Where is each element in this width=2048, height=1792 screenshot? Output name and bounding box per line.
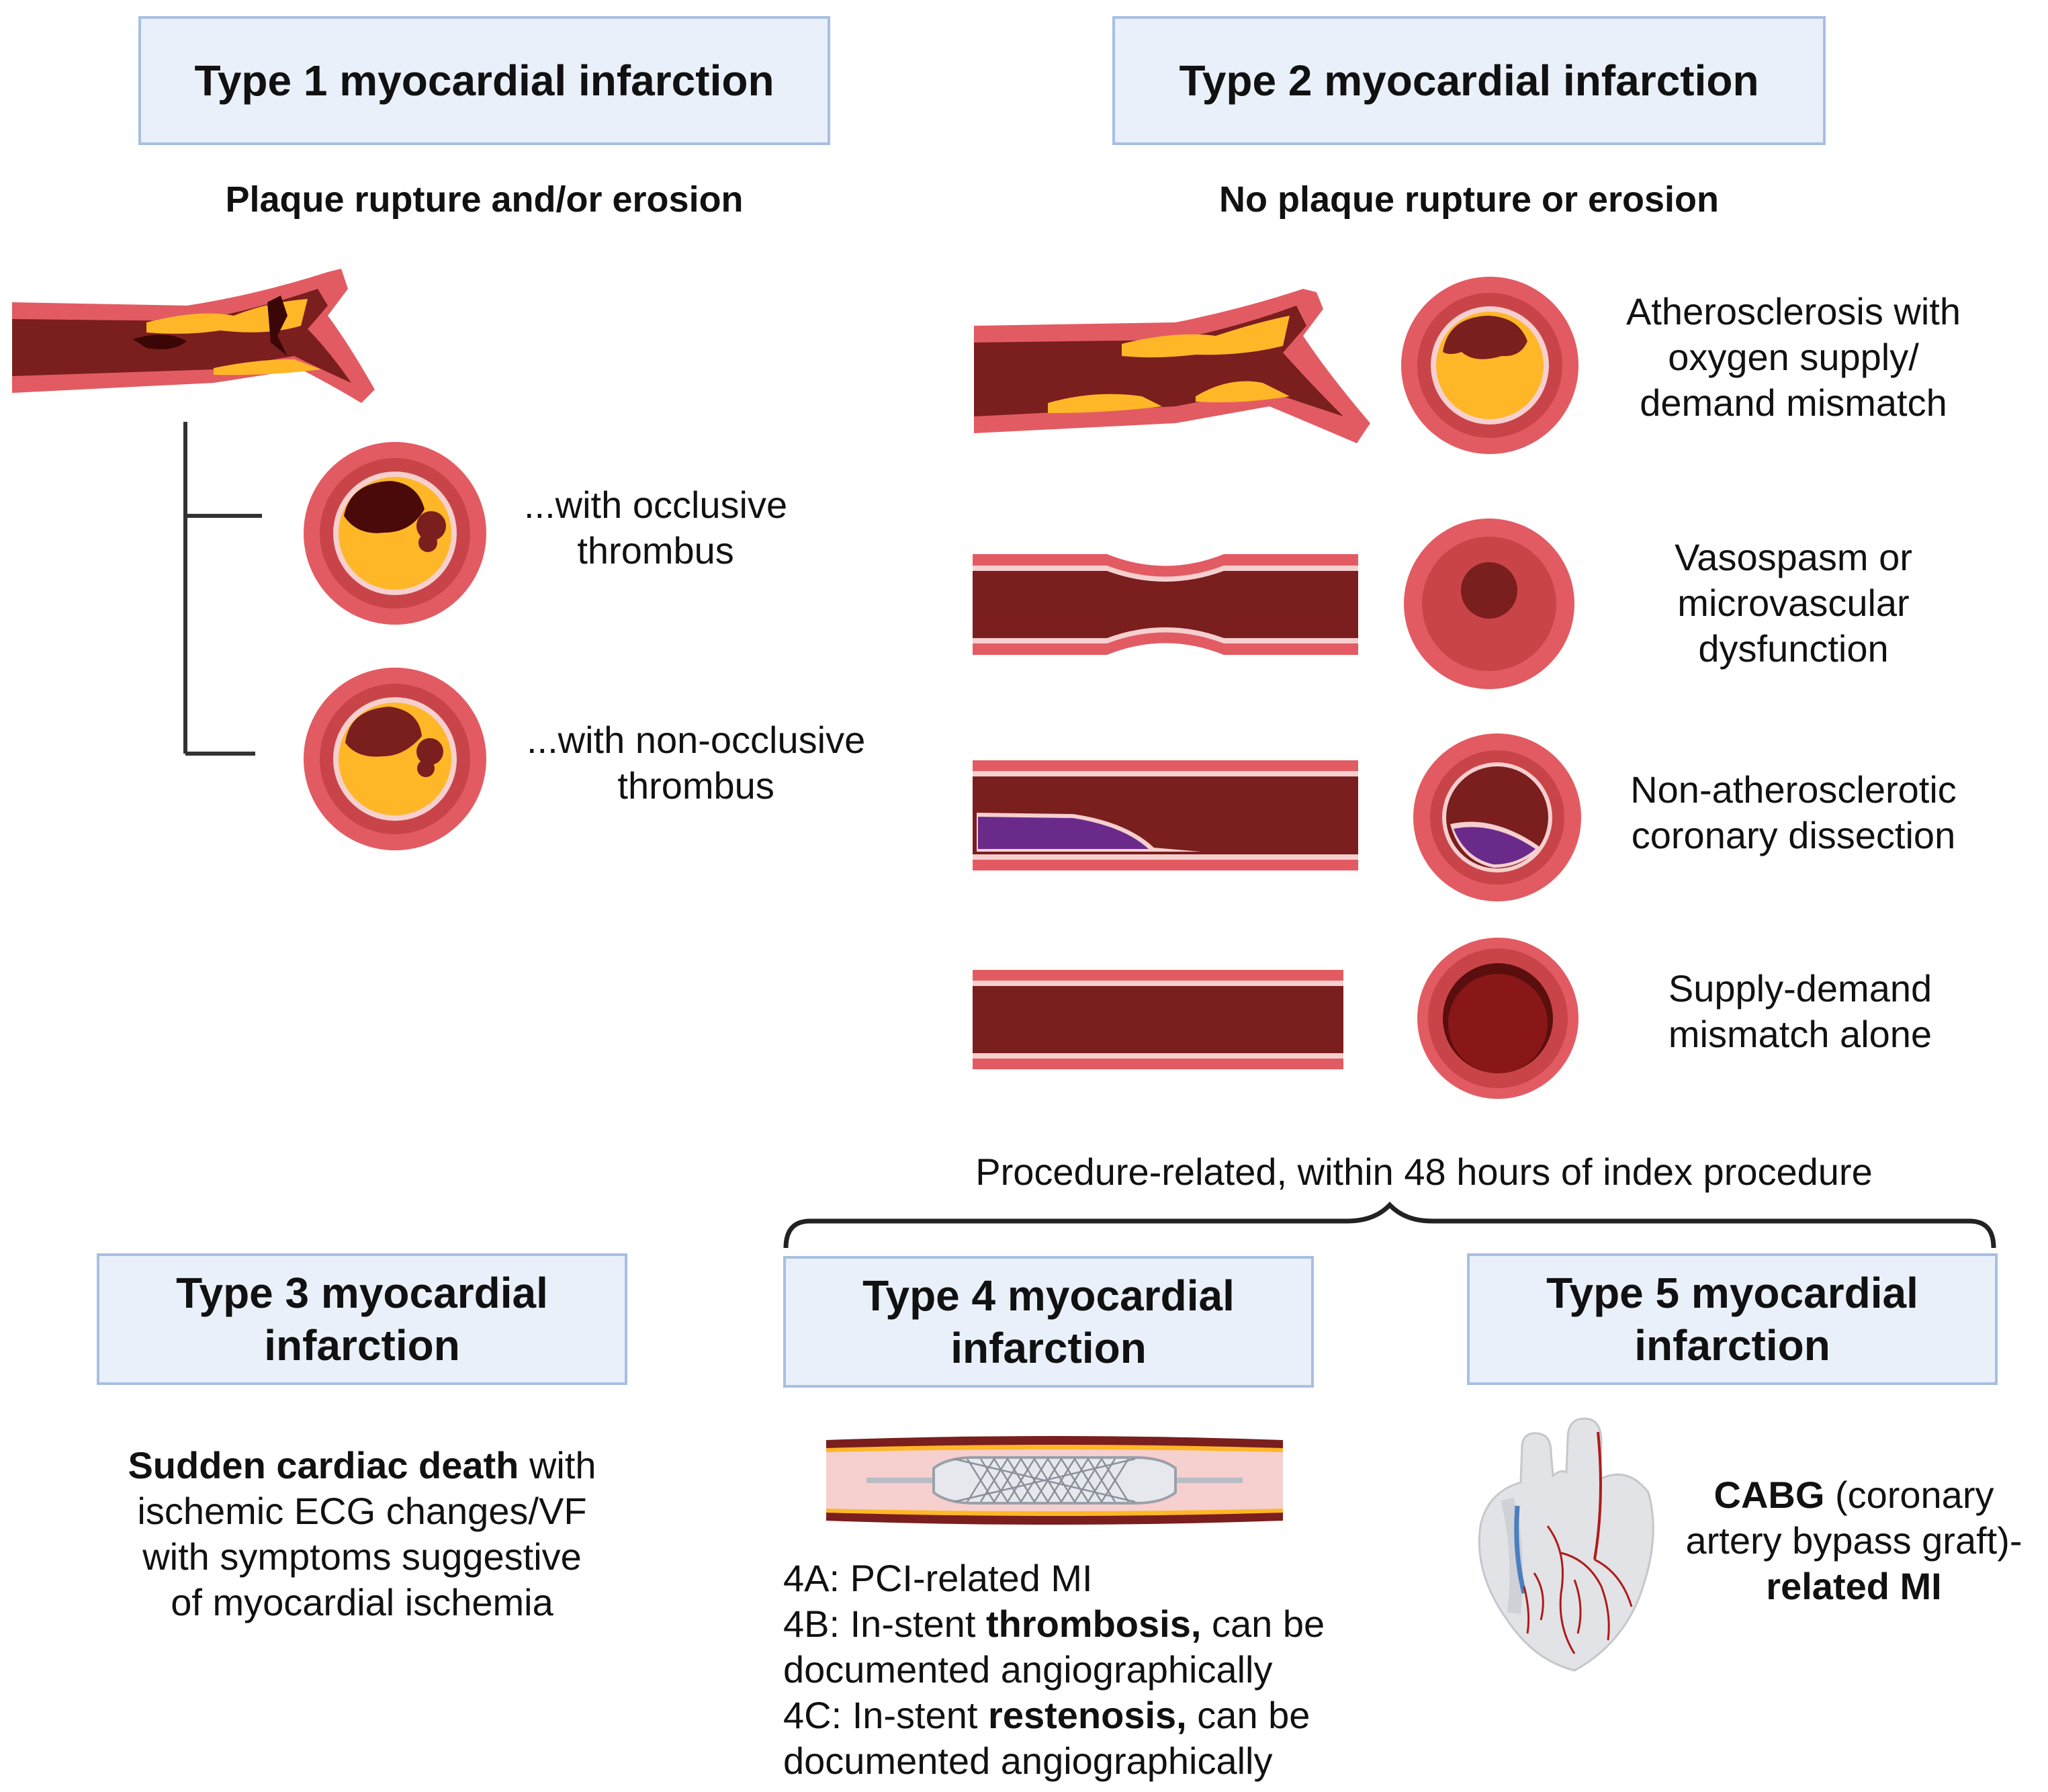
type2-row4-line2: mismatch alone	[1668, 1013, 1932, 1055]
type2-cross-dissection	[1413, 733, 1581, 901]
type1-cross-section-occlusive	[304, 442, 486, 625]
type2-row2-label: Vasospasm or microvascular dysfunction	[1599, 535, 1988, 672]
type2-cross-vasospasm	[1404, 519, 1574, 689]
type1-title-box: Type 1 myocardial infarction	[138, 16, 830, 145]
type2-row3-line1: Non-atherosclerotic	[1630, 768, 1957, 811]
type2-title-box: Type 2 myocardial infarction	[1112, 16, 1826, 145]
type2-row1-line2: oxygen supply/	[1668, 336, 1919, 378]
type1-cross-section-nonocclusive	[304, 668, 486, 850]
procedure-bracket	[783, 1201, 1996, 1249]
type2-cross-normal	[1417, 938, 1578, 1099]
type4-b-pre: 4B: In-stent	[783, 1603, 986, 1645]
type4-stent-illustration	[826, 1436, 1283, 1525]
type1-nonocclusive-line1: ...with non-occlusive	[527, 719, 866, 761]
type2-row1-label: Atherosclerosis with oxygen supply/ dema…	[1599, 289, 1988, 426]
type5-title-line2: infarction	[1634, 1321, 1830, 1370]
type4-b-bold: thrombosis,	[985, 1603, 1202, 1645]
type2-row1-line3: demand mismatch	[1640, 382, 1947, 424]
type2-vessel-normal	[973, 970, 1343, 1069]
procedure-related-label: Procedure-related, within 48 hours of in…	[975, 1151, 1873, 1193]
type5-desc-bold1: CABG	[1713, 1474, 1825, 1516]
type5-desc-rest1: (coronary	[1824, 1474, 1994, 1516]
type2-vessel-dissection	[973, 760, 1358, 870]
type2-row1-line1: Atherosclerosis with	[1626, 290, 1961, 332]
type5-title-box: Type 5 myocardial infarction	[1467, 1253, 1998, 1385]
type3-description: Sudden cardiac death with ischemic ECG c…	[97, 1443, 627, 1625]
type1-nonocclusive-line2: thrombus	[617, 764, 774, 807]
type1-vessel-rupture	[12, 269, 375, 403]
type5-title-line1: Type 5 myocardial	[1546, 1269, 1918, 1317]
type3-desc-line1: Sudden cardiac death with	[97, 1443, 627, 1488]
type1-title: Type 1 myocardial infarction	[194, 56, 774, 105]
type4-c-pre: 4C: In-stent	[783, 1694, 989, 1736]
type4-b-line2: documented angiographically	[783, 1648, 1273, 1691]
type4-a: 4A: PCI-related MI	[783, 1557, 1093, 1599]
type4-c-line2: documented angiographically	[783, 1740, 1273, 1782]
type4-title-line1: Type 4 myocardial	[862, 1271, 1235, 1320]
type4-b-line1: 4B: In-stent thrombosis, can be	[783, 1601, 1325, 1647]
type2-subtitle: No plaque rupture or erosion	[1218, 179, 1720, 220]
type4-c-post: can be	[1186, 1694, 1310, 1736]
type4-subtypes: 4A: PCI-related MI 4B: In-stent thrombos…	[783, 1556, 1325, 1784]
type5-description: CABG (coronary artery bypass graft)- rel…	[1666, 1472, 2042, 1609]
type5-desc-line2: artery bypass graft)-	[1685, 1519, 2022, 1562]
type3-title-line1: Type 3 myocardial	[176, 1269, 548, 1317]
type3-title-box: Type 3 myocardial infarction	[97, 1253, 627, 1385]
type2-row3-label: Non-atherosclerotic coronary dissection	[1599, 767, 1988, 858]
type3-title-line2: infarction	[264, 1321, 460, 1370]
type2-row4-line1: Supply-demand	[1668, 967, 1932, 1010]
type1-subtitle: Plaque rupture and/or erosion	[225, 179, 744, 220]
type5-heart-icon	[1478, 1417, 1654, 1672]
type1-occlusive-label: ...with occlusive thrombus	[524, 482, 787, 574]
type1-nonocclusive-label: ...with non-occlusive thrombus	[527, 717, 865, 809]
type1-occlusive-line2: thrombus	[577, 529, 734, 572]
type2-row4-label: Supply-demand mismatch alone	[1612, 966, 1988, 1057]
type3-desc-line4: of myocardial ischemia	[171, 1581, 553, 1623]
type4-c-bold: restenosis,	[988, 1694, 1187, 1736]
type5-desc-bold3: related MI	[1766, 1565, 1942, 1607]
type4-b-post: can be	[1201, 1603, 1325, 1645]
type3-desc-line3: with symptoms suggestive	[142, 1535, 582, 1578]
type3-desc-bold: Sudden cardiac death	[128, 1444, 519, 1486]
type1-branch-lines	[183, 422, 262, 756]
type2-cross-atherosclerosis	[1401, 277, 1578, 454]
type2-title: Type 2 myocardial infarction	[1179, 56, 1759, 105]
type2-row2-line2: microvascular	[1677, 582, 1910, 624]
type3-desc-line2: ischemic ECG changes/VF	[137, 1490, 587, 1532]
type2-vessel-atherosclerosis	[974, 289, 1370, 443]
type2-row3-line2: coronary dissection	[1631, 814, 1956, 856]
type1-occlusive-line1: ...with occlusive	[524, 484, 788, 526]
type2-vessel-vasospasm	[973, 554, 1358, 655]
type2-row2-line3: dysfunction	[1698, 627, 1889, 670]
type4-title-box: Type 4 myocardial infarction	[783, 1256, 1314, 1388]
type5-desc-line1: CABG (coronary	[1666, 1472, 2042, 1518]
type4-title-line2: infarction	[950, 1324, 1147, 1372]
type2-row2-line1: Vasospasm or	[1675, 536, 1912, 578]
type4-c-line1: 4C: In-stent restenosis, can be	[783, 1693, 1325, 1738]
type3-desc-rest1: with	[519, 1444, 596, 1486]
type5-desc-line3: related MI	[1666, 1564, 2042, 1609]
